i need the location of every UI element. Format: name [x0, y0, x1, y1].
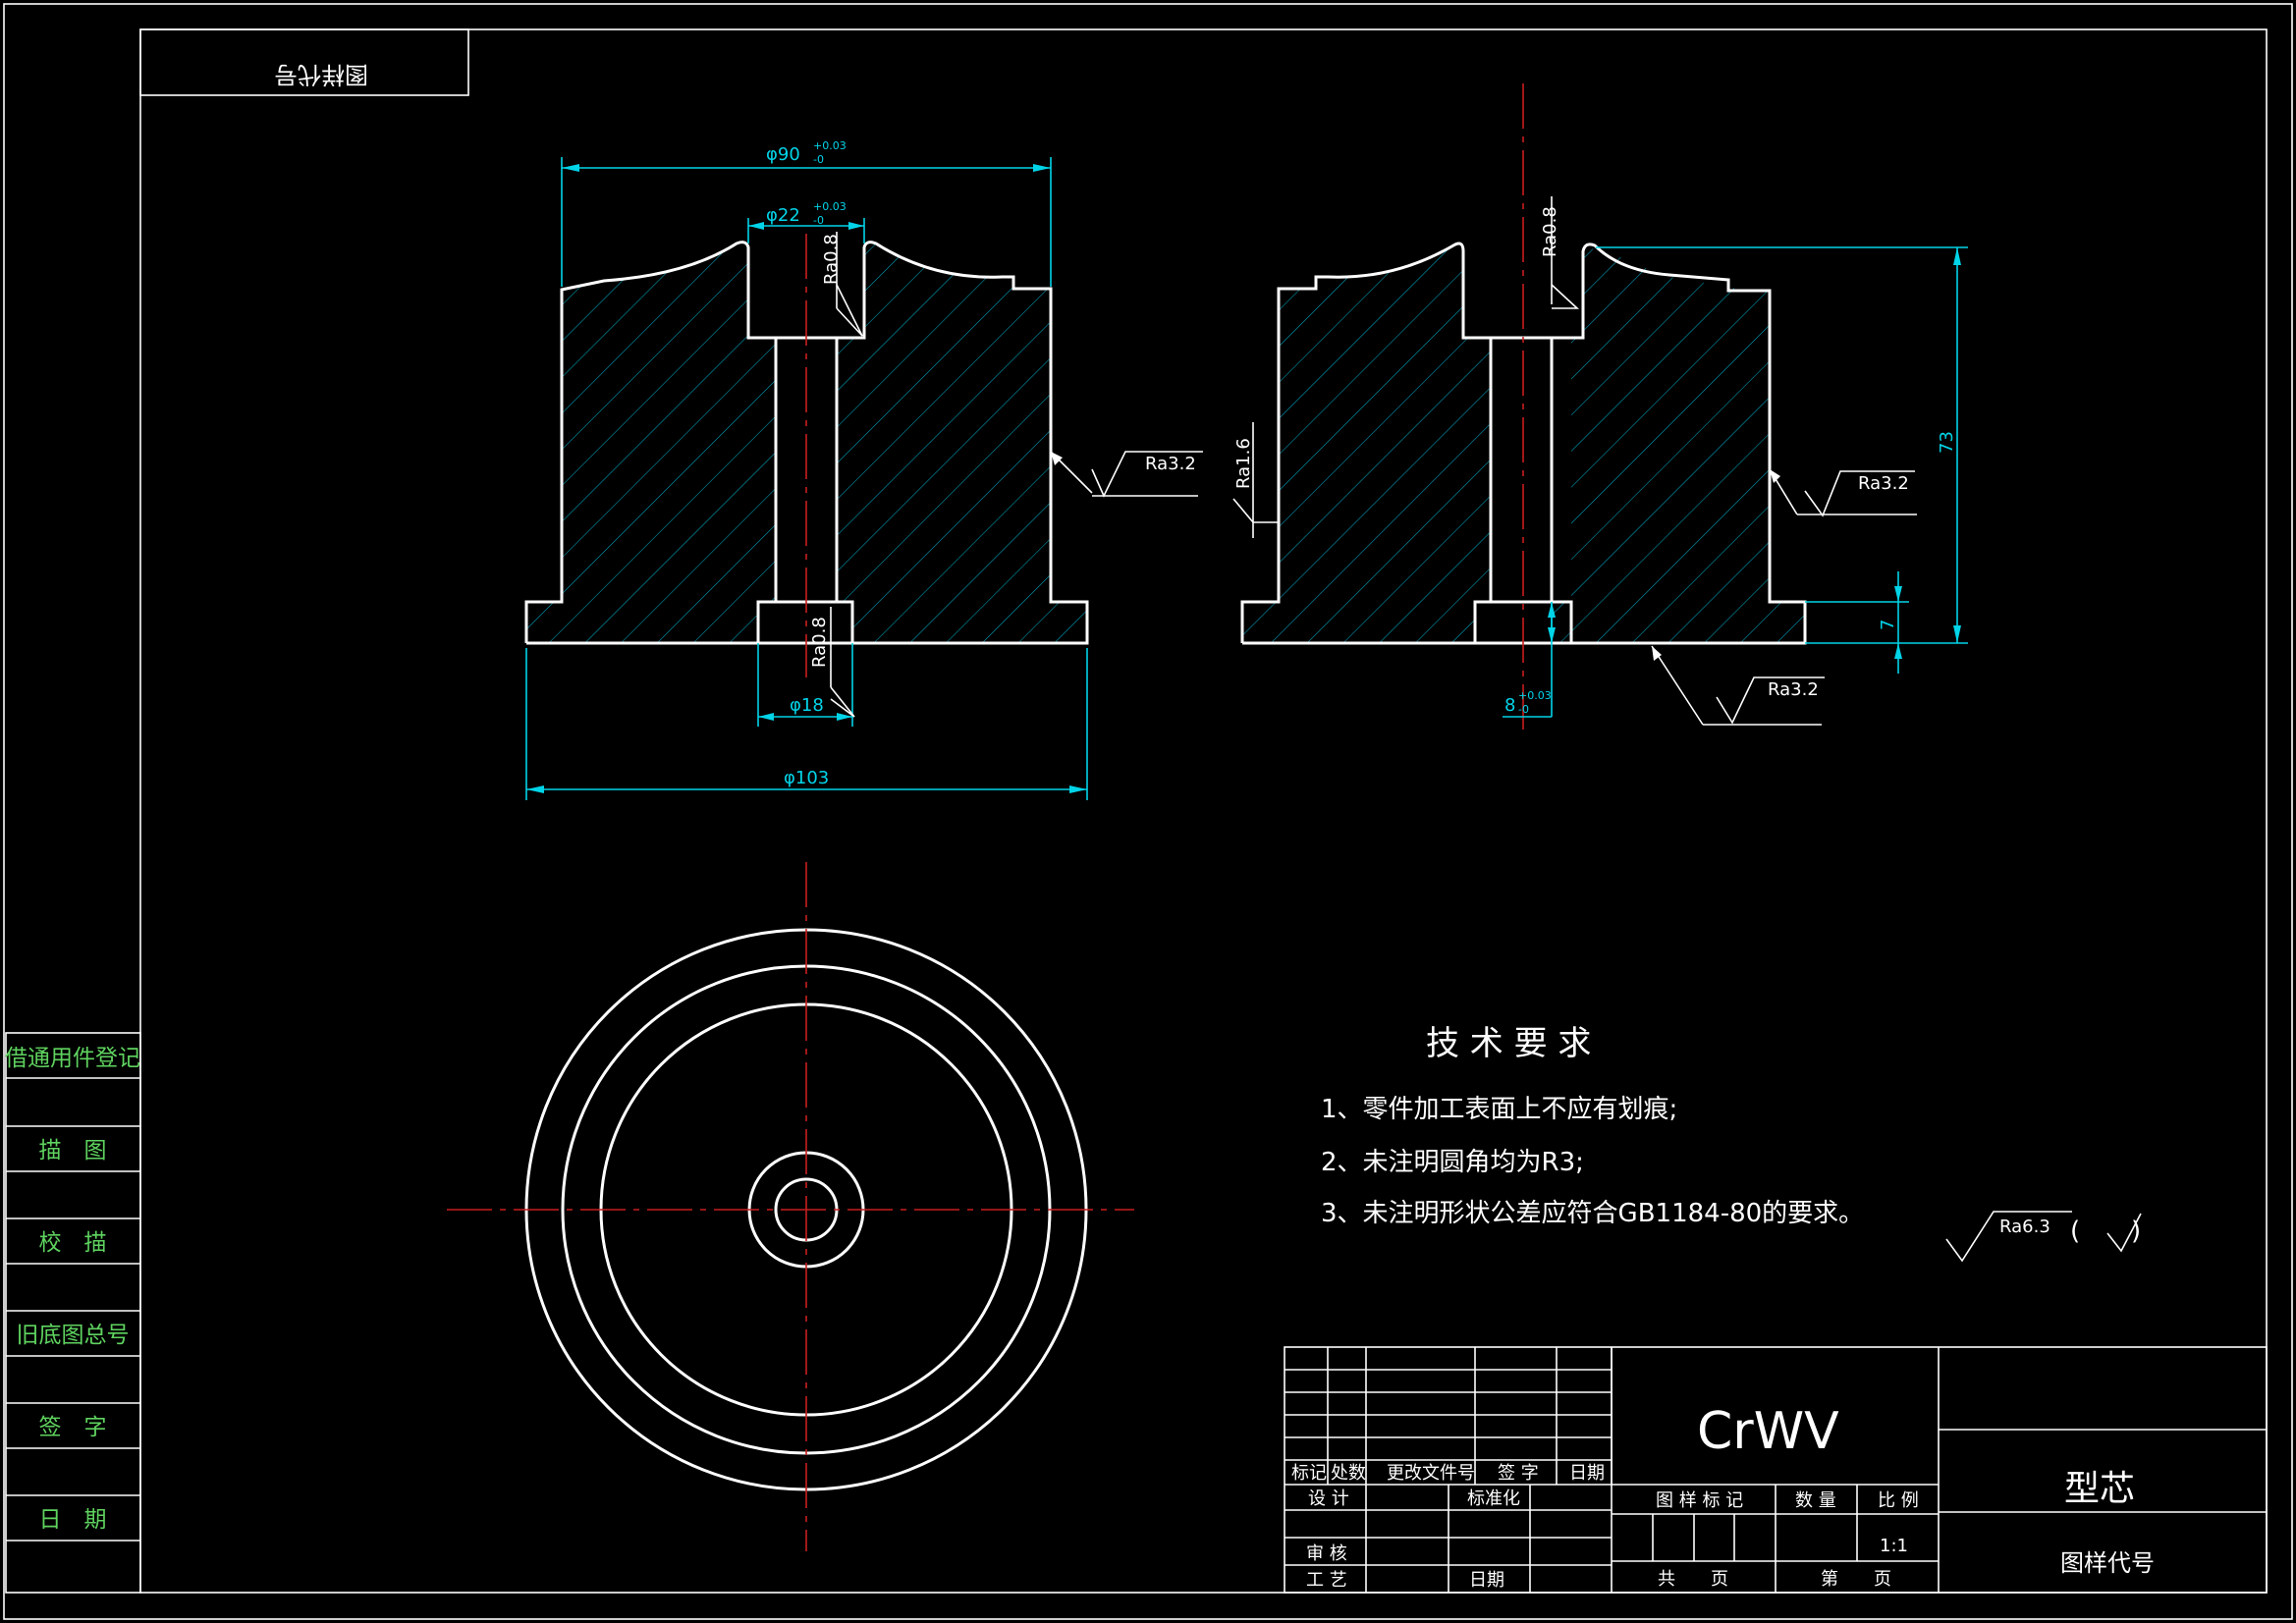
rough-left-bottom-hole: Ra0.8 [809, 617, 830, 668]
tech-requirements: 技 术 要 求 1、零件加工表面上不应有划痕; 2、未注明圆角均为R3; 3、未… [1321, 1024, 1864, 1228]
left-outline [524, 241, 1089, 645]
top-left-code-box [139, 28, 469, 96]
dim-8-tol-lower: -0 [1518, 703, 1529, 716]
left-hatch-left [526, 243, 776, 643]
inner-frame [139, 28, 2268, 1594]
tb-quantity: 数 量 [1795, 1490, 1836, 1511]
tb-sheet-number: 第 页 [1821, 1569, 1891, 1590]
left-hatch-right [837, 243, 1087, 643]
tb-scale-value: 1:1 [1880, 1536, 1908, 1556]
rough-right-left-side: Ra1.6 [1233, 438, 1254, 489]
dim-73: 73 [1937, 431, 1957, 454]
general-roughness: Ra6.3 ( ) [1945, 1211, 2142, 1263]
rough-general-paren-open: ( [2070, 1217, 2080, 1246]
side-label-date: 日 期 [39, 1507, 107, 1533]
rough-right-top-hole: Ra0.8 [1540, 206, 1560, 257]
left-section-view: φ90 +0.03 -0 φ22 +0.03 -0 Ra0.8 Ra3.2 φ1… [524, 139, 1203, 800]
dim-phi90-tol-upper: +0.03 [813, 139, 847, 152]
dim-phi103: φ103 [784, 768, 829, 788]
tech-title: 技 术 要 求 [1426, 1024, 1591, 1063]
side-label-check: 校 描 [39, 1230, 107, 1256]
rev-header-sign: 签 字 [1498, 1463, 1539, 1484]
dim-8: 8 [1504, 695, 1515, 716]
outer-border [3, 3, 2293, 1620]
rev-header-count: 处数 [1331, 1463, 1366, 1484]
side-label-old-number: 旧底图总号 [17, 1323, 130, 1348]
dim-phi90-tol-lower: -0 [813, 153, 824, 166]
side-label-trace: 描 图 [39, 1138, 107, 1163]
right-hatch-right [1552, 247, 1805, 643]
side-label-signature: 签 字 [39, 1415, 107, 1440]
right-outline [1240, 242, 1807, 645]
right-section-view: Ra0.8 Ra1.6 Ra3.2 Ra3.2 73 7 [1232, 83, 1968, 731]
right-hatch-left [1242, 245, 1491, 643]
rev-header-doc: 更改文件号 [1387, 1463, 1475, 1484]
tech-item-2: 2、未注明圆角均为R3; [1321, 1148, 1584, 1177]
title-block: 标记 处数 更改文件号 签 字 日期 设 计 标准化 审 核 工 艺 日期 Cr… [1284, 1346, 2268, 1594]
part-name: 型芯 [2064, 1469, 2135, 1509]
rough-right-side: Ra3.2 [1858, 473, 1909, 494]
tb-review: 审 核 [1306, 1543, 1347, 1564]
rev-header-date: 日期 [1569, 1463, 1605, 1484]
tb-drawing-code-label: 图样代号 [2060, 1549, 2155, 1577]
dim-phi22-tol-lower: -0 [813, 214, 824, 227]
rough-general: Ra6.3 [1999, 1217, 2050, 1237]
tb-scale-label: 比 例 [1878, 1490, 1919, 1511]
tb-design: 设 计 [1308, 1488, 1349, 1509]
tb-standardize: 标准化 [1467, 1488, 1520, 1509]
tb-total-pages: 共 页 [1658, 1569, 1728, 1590]
tech-item-3: 3、未注明形状公差应符合GB1184-80的要求。 [1321, 1199, 1864, 1228]
tb-process: 工 艺 [1306, 1570, 1347, 1591]
rev-header-mark: 标记 [1291, 1463, 1327, 1484]
side-panel: 借通用件登记 描 图 校 描 旧底图总号 签 字 日 期 [5, 1032, 141, 1594]
rough-left-side: Ra3.2 [1145, 454, 1196, 474]
dim-phi22: φ22 [766, 205, 800, 226]
rough-right-bottom: Ra3.2 [1768, 679, 1819, 700]
material: CrWV [1697, 1402, 1839, 1461]
dim-phi18: φ18 [790, 695, 824, 716]
rough-general-paren-close: ) [2131, 1217, 2141, 1246]
rough-left-top-hole: Ra0.8 [821, 234, 842, 285]
tb-date: 日期 [1469, 1570, 1504, 1591]
side-label-register: 借通用件登记 [5, 1046, 140, 1071]
dim-7: 7 [1878, 620, 1898, 630]
dim-phi90: φ90 [766, 144, 800, 165]
tech-item-1: 1、零件加工表面上不应有划痕; [1321, 1095, 1677, 1124]
tb-drawing-mark: 图 样 标 记 [1656, 1490, 1743, 1511]
dim-phi22-tol-upper: +0.03 [813, 200, 847, 213]
dim-8-tol-upper: +0.03 [1518, 689, 1552, 702]
top-view [447, 862, 1134, 1551]
top-left-code-label: 图样代号 [274, 61, 368, 88]
